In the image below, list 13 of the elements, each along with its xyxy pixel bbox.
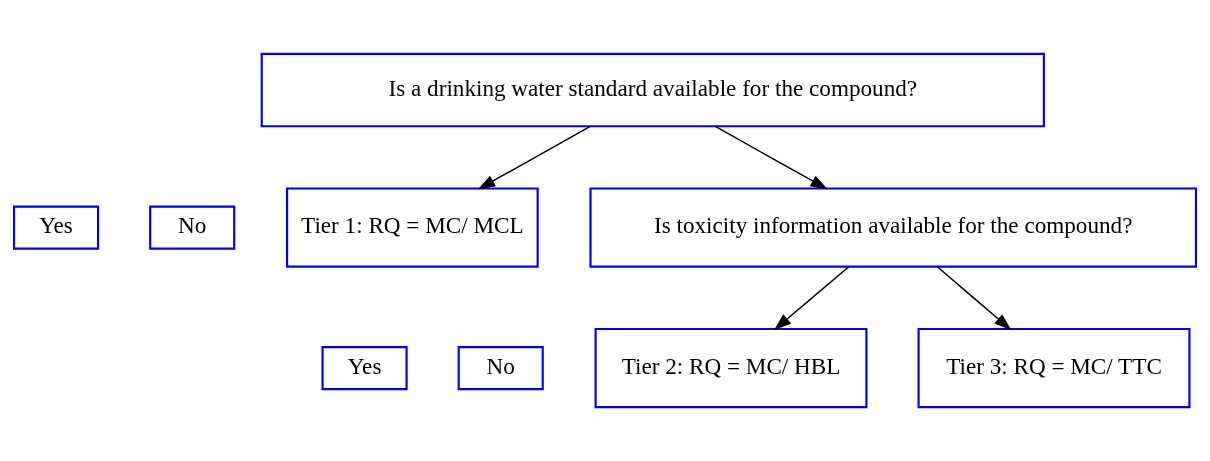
arrow [477, 125, 591, 190]
node-box: No [149, 205, 236, 250]
arrow [714, 125, 828, 190]
node-box: Yes [12, 205, 100, 250]
arrow [936, 266, 1012, 331]
node-box: Tier 3: RQ = MC/ TTC [917, 327, 1191, 409]
node-box: Tier 1: RQ = MC/ MCL [286, 187, 539, 268]
node-box: Is toxicity information available for the compound? [589, 187, 1198, 268]
node-box: Yes [321, 346, 408, 391]
node-box: Tier 2: RQ = MC/ HBL [594, 327, 868, 409]
node-box: Is a drinking water standard available for the compound? [260, 52, 1045, 128]
arrow [773, 266, 850, 331]
node-box: No [457, 346, 544, 391]
